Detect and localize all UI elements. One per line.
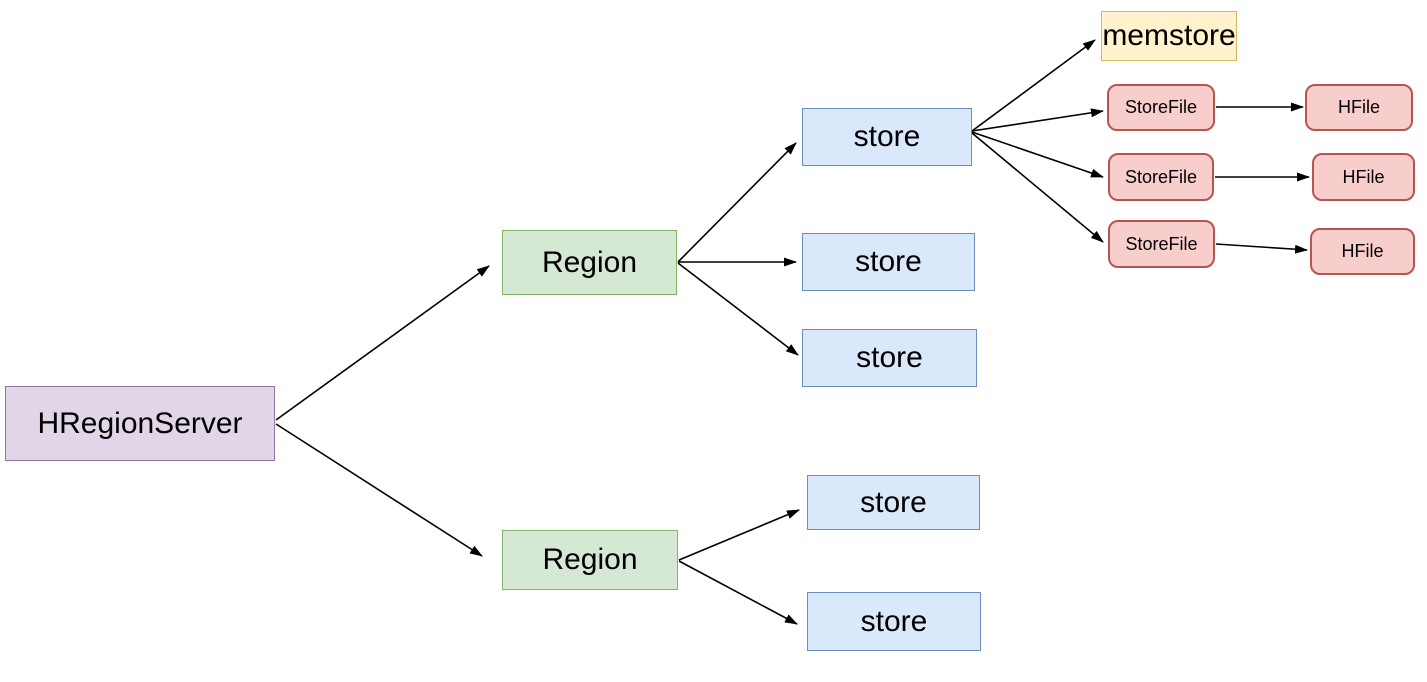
node-region-top: Region bbox=[502, 230, 677, 295]
edge-hregionserver-region-1 bbox=[275, 265, 490, 421]
edge-store-1-storefile-2 bbox=[971, 131, 1104, 178]
node-store-3: store bbox=[802, 329, 977, 387]
edge-storefile-3-hfile-3 bbox=[1215, 243, 1308, 254]
edge-store-1-storefile-3 bbox=[971, 132, 1104, 243]
node-hregionserver: HRegionServer bbox=[5, 386, 275, 461]
node-storefile-2: StoreFile bbox=[1108, 153, 1214, 201]
edge-store-1-storefile-1 bbox=[971, 108, 1104, 132]
node-store-2: store bbox=[802, 233, 975, 291]
edge-region-2-store-4 bbox=[678, 509, 800, 561]
node-hfile-3: HFile bbox=[1310, 228, 1415, 275]
node-storefile-1: StoreFile bbox=[1107, 84, 1215, 131]
edge-region-2-store-5 bbox=[678, 560, 798, 625]
node-region-bottom: Region bbox=[502, 530, 678, 590]
edge-region-1-store-1 bbox=[677, 142, 797, 263]
edge-store-1-memstore bbox=[971, 39, 1096, 132]
node-store-5: store bbox=[807, 592, 981, 651]
node-store-1: store bbox=[802, 108, 972, 166]
node-storefile-3: StoreFile bbox=[1108, 220, 1215, 268]
node-hfile-2: HFile bbox=[1312, 153, 1415, 201]
node-hfile-1: HFile bbox=[1305, 84, 1413, 131]
edge-region-1-store-3 bbox=[677, 262, 799, 356]
edge-hregionserver-region-2 bbox=[275, 423, 483, 557]
node-store-4: store bbox=[807, 475, 980, 530]
node-memstore: memstore bbox=[1101, 11, 1237, 61]
